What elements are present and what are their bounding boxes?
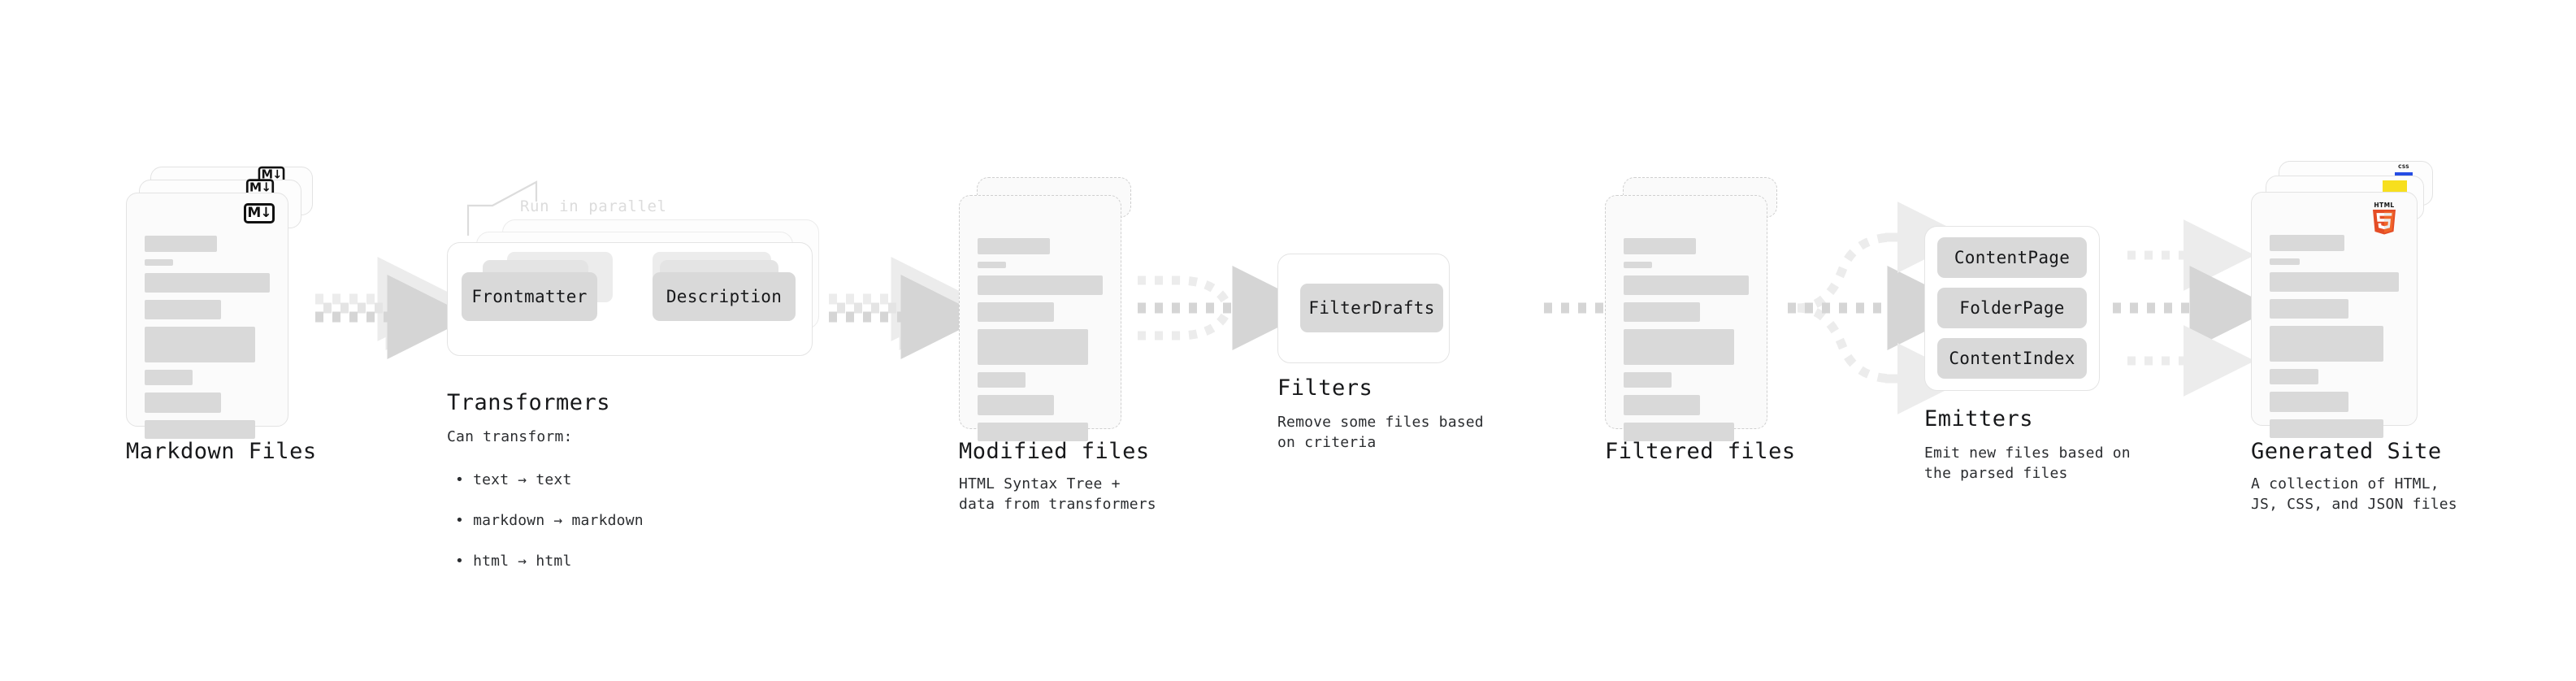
filtered-files-stack bbox=[1605, 177, 1800, 441]
placeholder-bar bbox=[145, 327, 255, 362]
transformers-bullets: • text → text • markdown → markdown • ht… bbox=[455, 449, 644, 571]
markdown-card-placeholder-lines bbox=[145, 236, 270, 446]
transformers-bullet-item: • markdown → markdown bbox=[455, 490, 644, 531]
bullet-text: markdown → markdown bbox=[473, 512, 644, 529]
css-icon-bar bbox=[2395, 172, 2413, 176]
placeholder-bar bbox=[978, 238, 1051, 254]
placeholder-bar bbox=[978, 423, 1088, 441]
transformer-chip-description[interactable]: Description bbox=[653, 272, 796, 321]
emitter-chip-contentpage[interactable]: ContentPage bbox=[1937, 237, 2087, 278]
transformers-bullet-item: • html → html bbox=[455, 531, 644, 571]
emitters-title: Emitters bbox=[1924, 406, 2034, 432]
placeholder-bar bbox=[1624, 275, 1749, 295]
connector-transformers-to-modified bbox=[829, 257, 986, 359]
placeholder-bar bbox=[145, 300, 221, 319]
connector-emitters-to-site bbox=[2113, 219, 2275, 397]
placeholder-bar bbox=[978, 275, 1103, 295]
html5-icon-label: HTML bbox=[2374, 202, 2395, 209]
placeholder-bar bbox=[145, 370, 193, 385]
placeholder-bar bbox=[1624, 302, 1700, 322]
bullet-text: html → html bbox=[473, 553, 572, 570]
modified-files-desc: HTML Syntax Tree + data from transformer… bbox=[959, 475, 1156, 513]
bullet-dot: • bbox=[455, 471, 474, 488]
run-in-parallel-label: Run in parallel bbox=[520, 197, 667, 215]
filter-chip-filterdrafts[interactable]: FilterDrafts bbox=[1300, 284, 1443, 332]
emitters-group: ContentPage FolderPage ContentIndex bbox=[1924, 226, 2111, 393]
markdown-icon: M↓ bbox=[244, 203, 275, 223]
placeholder-bar bbox=[1624, 238, 1697, 254]
generated-card-placeholder-lines bbox=[2270, 235, 2399, 445]
placeholder-bar bbox=[1624, 372, 1672, 388]
emitter-chip-contentindex[interactable]: ContentIndex bbox=[1937, 338, 2087, 379]
placeholder-bar bbox=[1624, 395, 1700, 415]
placeholder-bar bbox=[145, 273, 270, 293]
placeholder-bar bbox=[978, 329, 1088, 365]
markdown-files-title: Markdown Files bbox=[126, 439, 317, 464]
modified-card-placeholder-lines bbox=[978, 238, 1103, 449]
filters-group: FilterDrafts bbox=[1277, 254, 1456, 363]
modified-card-front bbox=[959, 195, 1121, 441]
bullet-text: text → text bbox=[473, 471, 572, 488]
placeholder-bar bbox=[145, 393, 221, 413]
placeholder-bar bbox=[978, 302, 1054, 322]
transformers-bullet-item: • text → text bbox=[455, 449, 644, 490]
placeholder-bar bbox=[2270, 235, 2345, 251]
placeholder-bar bbox=[2270, 299, 2348, 319]
generated-site-desc: A collection of HTML, JS, CSS, and JSON … bbox=[2251, 475, 2457, 513]
generated-site-stack: CSS HTML bbox=[2251, 161, 2454, 438]
css-icon-label: CSS bbox=[2398, 164, 2409, 170]
bullet-dot: • bbox=[455, 553, 474, 570]
bullet-dot: • bbox=[455, 512, 474, 529]
transformers-group: Frontmatter Description bbox=[447, 195, 829, 366]
markdown-files-stack: M↓ M↓ M↓ bbox=[126, 166, 321, 439]
css-icon: CSS bbox=[2394, 164, 2413, 176]
transformers-title: Transformers bbox=[447, 390, 611, 415]
generated-site-title: Generated Site bbox=[2251, 439, 2442, 464]
placeholder-bar bbox=[978, 395, 1054, 415]
placeholder-bar bbox=[1624, 329, 1734, 365]
html5-icon: HTML bbox=[2370, 202, 2398, 235]
filtered-files-title: Filtered files bbox=[1605, 439, 1796, 464]
emitter-chip-folderpage[interactable]: FolderPage bbox=[1937, 288, 2087, 328]
placeholder-bar bbox=[1624, 262, 1653, 268]
placeholder-bar bbox=[145, 259, 174, 266]
filtered-card-front bbox=[1605, 195, 1767, 441]
placeholder-bar bbox=[1624, 423, 1734, 441]
placeholder-bar bbox=[978, 372, 1026, 388]
modified-files-stack bbox=[959, 177, 1154, 441]
filters-title: Filters bbox=[1277, 375, 1373, 401]
transformers-desc: Can transform: bbox=[447, 428, 573, 445]
placeholder-bar bbox=[2270, 419, 2383, 438]
generated-card-front-html: HTML bbox=[2251, 192, 2418, 438]
placeholder-bar bbox=[978, 262, 1007, 268]
placeholder-bar bbox=[2270, 326, 2383, 362]
placeholder-bar bbox=[2270, 258, 2300, 265]
filtered-card-placeholder-lines bbox=[1624, 238, 1749, 449]
transformer-chip-frontmatter[interactable]: Frontmatter bbox=[462, 272, 597, 321]
filters-desc: Remove some files based on criteria bbox=[1277, 414, 1484, 451]
placeholder-bar bbox=[145, 420, 255, 439]
placeholder-bar bbox=[2270, 392, 2348, 412]
connector-md-to-transformers bbox=[315, 257, 472, 359]
placeholder-bar bbox=[145, 236, 218, 252]
markdown-card-front: M↓ bbox=[126, 193, 288, 439]
placeholder-bar bbox=[2270, 369, 2319, 384]
placeholder-bar bbox=[2270, 272, 2399, 292]
emitters-desc: Emit new files based on the parsed files bbox=[1924, 445, 2131, 482]
modified-files-title: Modified files bbox=[959, 439, 1150, 464]
connector-filtered-to-emitters bbox=[1788, 202, 1972, 414]
